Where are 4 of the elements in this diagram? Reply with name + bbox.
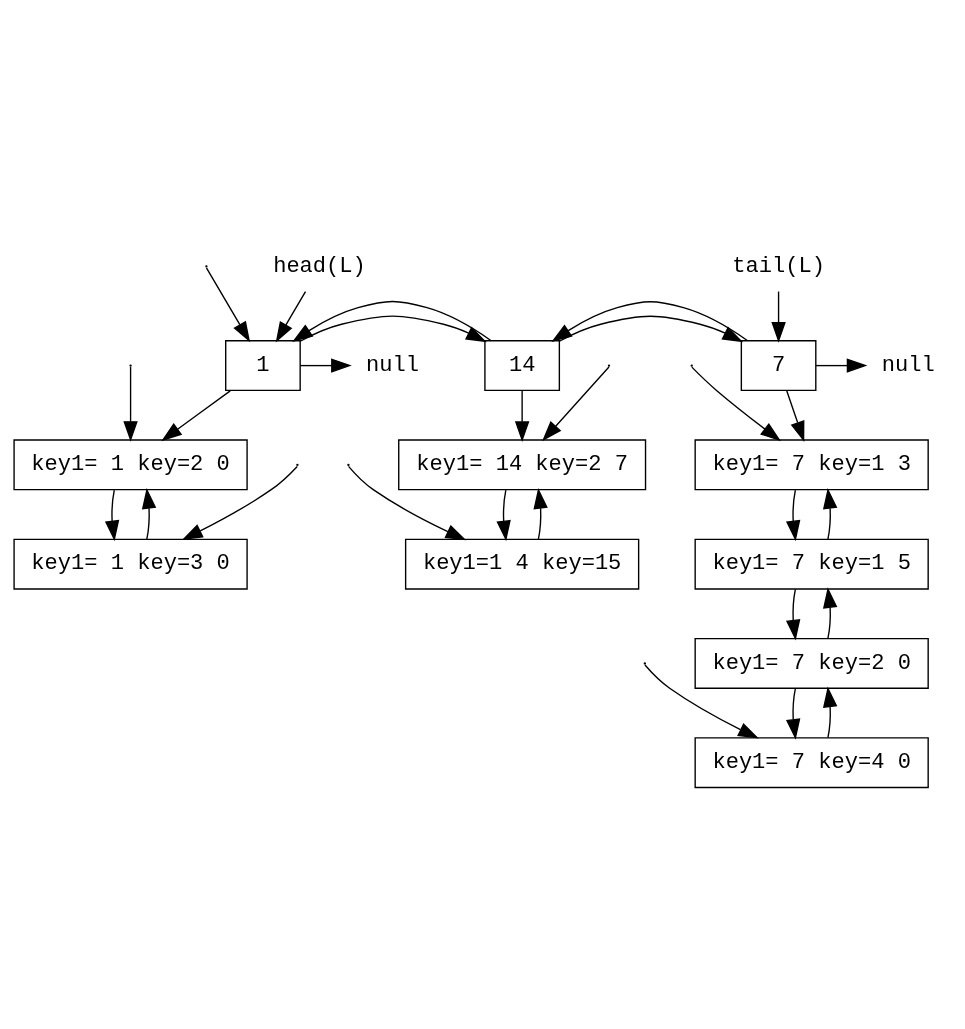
node-text: null [881,352,935,378]
node-text: head(L) [273,253,366,279]
node-text: null [366,352,419,378]
node-text: tail(L) [732,253,825,279]
